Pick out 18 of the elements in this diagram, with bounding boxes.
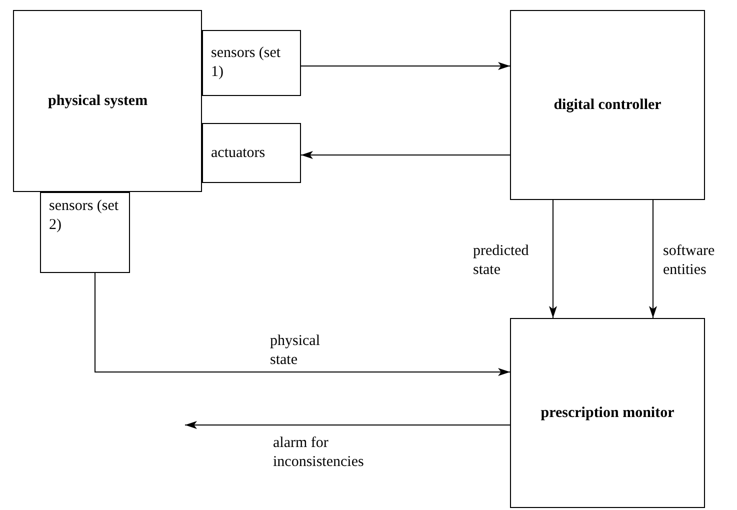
arrow <box>94 272 510 376</box>
node-label: physical system <box>48 92 148 110</box>
arrow <box>649 200 657 318</box>
block-box <box>510 318 705 508</box>
node-label: prescription monitor <box>540 404 674 422</box>
block-box <box>510 10 705 200</box>
interface-box <box>202 123 301 183</box>
node-label: sensors (set 1) <box>211 44 282 82</box>
node-label: actuators <box>211 144 266 162</box>
block-box <box>13 10 202 192</box>
arrow <box>184 421 510 429</box>
arrow <box>300 151 510 159</box>
arrow <box>549 200 557 318</box>
interface-box <box>202 30 301 96</box>
node-label: sensors (set 2) <box>49 197 120 235</box>
arrow <box>300 62 510 70</box>
node-label: digital controller <box>554 96 662 114</box>
interface-box <box>40 192 130 273</box>
